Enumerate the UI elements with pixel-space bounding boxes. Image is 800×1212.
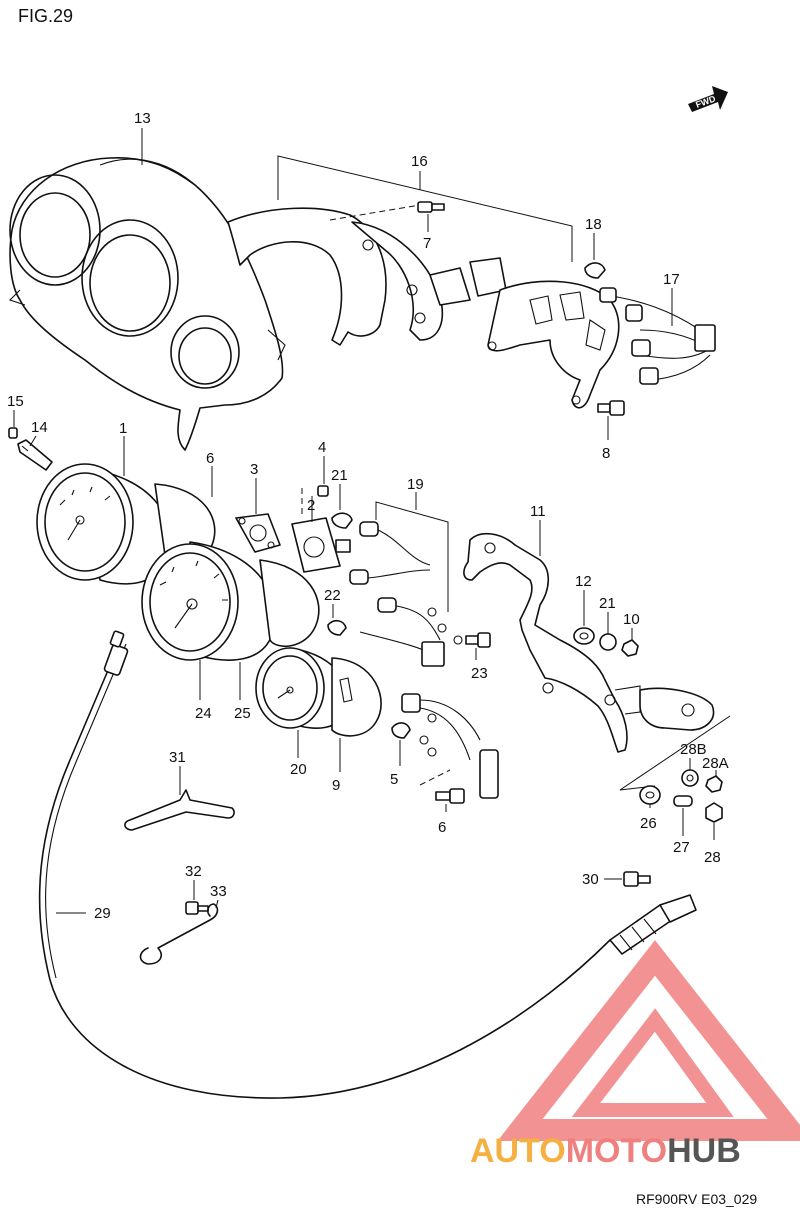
harness-lower: [401, 693, 499, 799]
meter-cover: [8, 157, 286, 451]
bulb-21-lower: [391, 722, 411, 739]
callout-27: 27: [673, 839, 690, 856]
callout-13: 13: [134, 110, 151, 127]
callout-14: 14: [31, 419, 48, 436]
callout-3: 3: [250, 461, 258, 478]
callout-9: 23: [471, 665, 488, 682]
figure-title: FIG.29: [18, 6, 73, 26]
callout-29: 29: [94, 905, 111, 922]
watermark-inner-icon: [571, 1008, 734, 1117]
meter-case-12: [331, 657, 382, 737]
bulb-21-upper: [331, 512, 353, 529]
gear-14: [17, 439, 53, 471]
callout-32: 32: [185, 863, 202, 880]
nut-28A: [705, 775, 723, 793]
callout-16: 16: [411, 153, 428, 170]
plate-2: [291, 517, 351, 573]
watermark-part-1: AUTO: [470, 1132, 566, 1170]
callout-6a: 6: [206, 450, 214, 467]
collar-27: [673, 795, 693, 807]
bolt-32: [185, 901, 209, 915]
nut-25: [621, 639, 639, 657]
callout-18: 18: [585, 216, 602, 233]
callout-12: 9: [332, 777, 340, 794]
callout-33: 33: [210, 883, 227, 900]
gasket-3: [235, 513, 281, 553]
callout-20: 22: [324, 587, 341, 604]
callout-26: 26: [640, 815, 657, 832]
bracket-22: [463, 532, 715, 753]
grommet-23: [573, 627, 595, 645]
callout-11: 20: [290, 761, 307, 778]
callout-5: 24: [195, 705, 212, 722]
meter-case: [227, 204, 620, 409]
socket-harness-17: [599, 287, 716, 385]
callout-1: 1: [119, 420, 127, 437]
fwd-label: FWD: [694, 93, 717, 110]
screw-4: [317, 485, 329, 497]
callout-21a: 21: [331, 467, 348, 484]
callout-22: 11: [530, 503, 546, 520]
nut-28: [705, 802, 723, 823]
callout-4: 4: [318, 439, 326, 456]
harness-19: [349, 521, 463, 667]
callout-24: 21: [599, 595, 616, 612]
spacer-24: [599, 633, 617, 651]
screw-15: [8, 427, 18, 439]
fwd-arrow-icon: FWD: [688, 86, 728, 112]
callout-25: 10: [623, 611, 640, 628]
callout-28: 28: [704, 849, 721, 866]
screw-8: [597, 400, 625, 416]
callout-28B: 28B: [680, 741, 707, 758]
screw-30: [623, 871, 651, 887]
speedometer-cable-29: [38, 630, 697, 1099]
callout-23: 12: [575, 573, 592, 590]
clip-31: [124, 789, 235, 831]
callout-21b: 5: [390, 771, 398, 788]
callout-8: 8: [602, 445, 610, 462]
callout-6b: 25: [234, 705, 251, 722]
watermark-text: AUTOMOTOHUB: [470, 1132, 741, 1170]
callout-7: 7: [423, 235, 431, 252]
watermark-part-2: MOTO: [566, 1132, 667, 1170]
watermark-part-3: HUB: [667, 1132, 741, 1170]
bulb-20: [327, 619, 347, 636]
callout-31: 31: [169, 749, 186, 766]
clamp-33: [139, 903, 219, 965]
watermark-logo: [497, 940, 800, 1141]
grommet-26: [639, 785, 661, 805]
screw-7: [417, 201, 445, 213]
watermark-triangle-icon: [497, 940, 800, 1141]
callout-2: 2: [307, 497, 315, 514]
washer-28B: [681, 769, 699, 787]
meter-assy-1: [36, 463, 216, 585]
screw-9: [465, 632, 491, 648]
callout-19: 19: [407, 476, 424, 493]
callout-15: 15: [7, 393, 24, 410]
callout-30: 30: [582, 871, 599, 888]
figure-code: RF900RV E03_029: [636, 1191, 757, 1207]
screw-10: [435, 788, 465, 804]
meter-assy-5: [141, 541, 320, 661]
bulb-18: [584, 262, 606, 279]
callout-17: 17: [663, 271, 680, 288]
callout-28A: 28A: [702, 755, 729, 772]
callout-10: 6: [438, 819, 446, 836]
